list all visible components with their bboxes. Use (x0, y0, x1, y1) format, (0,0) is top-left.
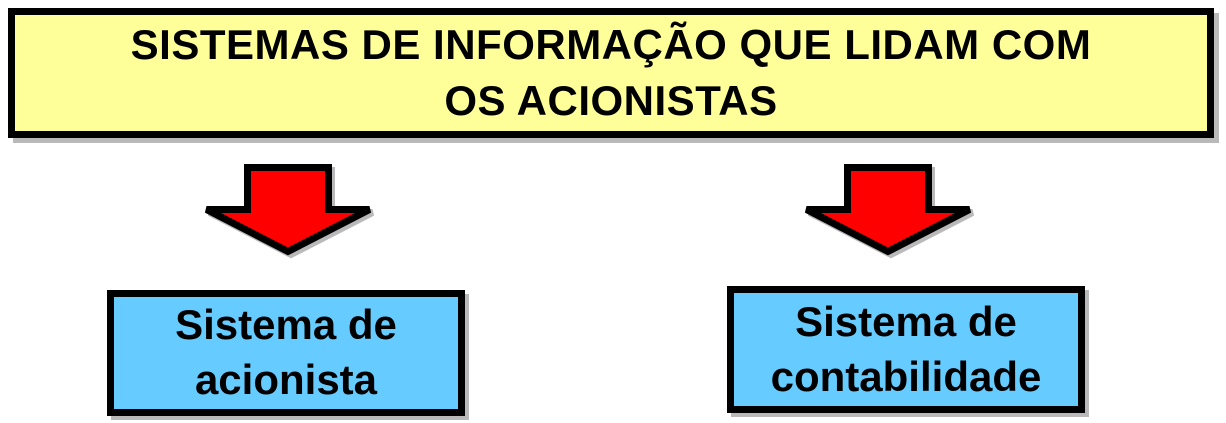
down-arrow-icon (202, 163, 374, 257)
system-box-contabilidade-label: Sistema de contabilidade (770, 297, 1042, 400)
down-arrow-icon (802, 163, 974, 257)
system-box-acionista-label: Sistema de acionista (175, 301, 397, 403)
system-box-acionista: Sistema de acionista (107, 290, 465, 416)
system-box-contabilidade: Sistema de contabilidade (727, 286, 1085, 413)
title-box: SISTEMAS DE INFORMAÇÃO QUE LIDAM COM OS … (8, 8, 1214, 138)
page-title: SISTEMAS DE INFORMAÇÃO QUE LIDAM COM OS … (130, 21, 1092, 124)
